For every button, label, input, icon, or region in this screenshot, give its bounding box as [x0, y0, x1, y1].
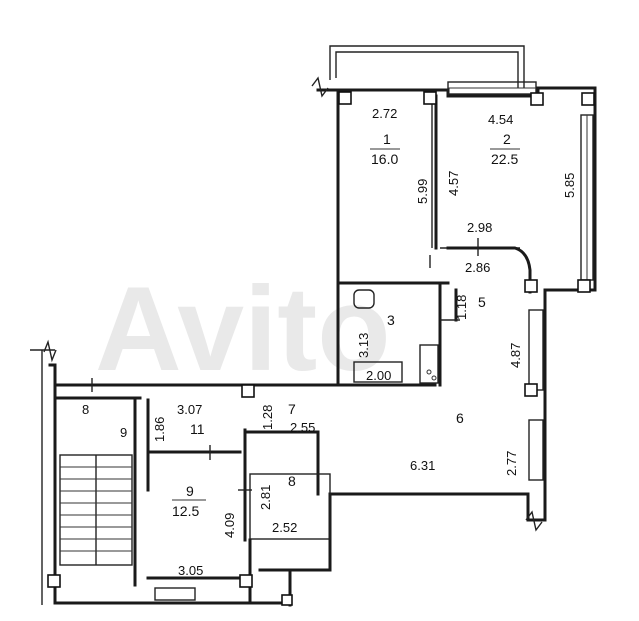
dim-2-86: 2.86 — [465, 260, 490, 275]
dim-3-13: 3.13 — [356, 333, 371, 358]
door-marks — [91, 238, 479, 491]
dim-3-07: 3.07 — [177, 402, 202, 417]
columns — [47, 91, 595, 606]
room-9-area: 12.5 — [172, 503, 199, 519]
dim-r1-top: 2.72 — [372, 106, 397, 121]
staircase — [59, 454, 196, 601]
dim-2-77: 2.77 — [504, 451, 519, 476]
bathroom-fixtures — [353, 289, 439, 384]
dim-6-31: 6.31 — [410, 458, 435, 473]
interior-walls — [53, 94, 532, 605]
dim-1-18: 1.18 — [454, 295, 469, 320]
dim-r2-right: 5.85 — [562, 173, 577, 198]
dim-4-09: 4.09 — [222, 513, 237, 538]
room-7-number: 7 — [288, 401, 296, 417]
dim-3-05: 3.05 — [178, 563, 203, 578]
dimension-labels: 2.72 5.99 4.57 4.54 5.85 2.98 2.86 1.18 … — [152, 106, 577, 578]
room-1-area: 16.0 — [371, 151, 398, 167]
room-2-number: 2 — [503, 131, 511, 147]
room-2-area: 22.5 — [491, 151, 518, 167]
dim-1-86: 1.86 — [152, 417, 167, 442]
dim-r2-left: 4.57 — [446, 171, 461, 196]
room-1-number: 1 — [383, 131, 391, 147]
dim-2-55: 2.55 — [290, 420, 315, 435]
dim-2-00: 2.00 — [366, 368, 391, 383]
break-marks — [43, 76, 543, 532]
stair-label-9: 9 — [120, 425, 127, 440]
dim-4-87: 4.87 — [508, 343, 523, 368]
dim-2-52: 2.52 — [272, 520, 297, 535]
room-labels: 1 16.0 2 22.5 3 5 6 7 8 9 12.5 11 8 9 — [82, 131, 520, 519]
dim-r2-top: 4.54 — [488, 112, 513, 127]
room-11-number: 11 — [190, 421, 205, 437]
dim-2-81: 2.81 — [258, 485, 273, 510]
room-9-number: 9 — [186, 483, 194, 499]
dim-1-28: 1.28 — [260, 405, 275, 430]
room-3-number: 3 — [387, 312, 395, 328]
stair-label-8: 8 — [82, 402, 89, 417]
room-8-number: 8 — [288, 473, 296, 489]
room-6-number: 6 — [456, 410, 464, 426]
dim-r1-side: 5.99 — [415, 179, 430, 204]
dim-2-98: 2.98 — [467, 220, 492, 235]
room-5-number: 5 — [478, 294, 486, 310]
